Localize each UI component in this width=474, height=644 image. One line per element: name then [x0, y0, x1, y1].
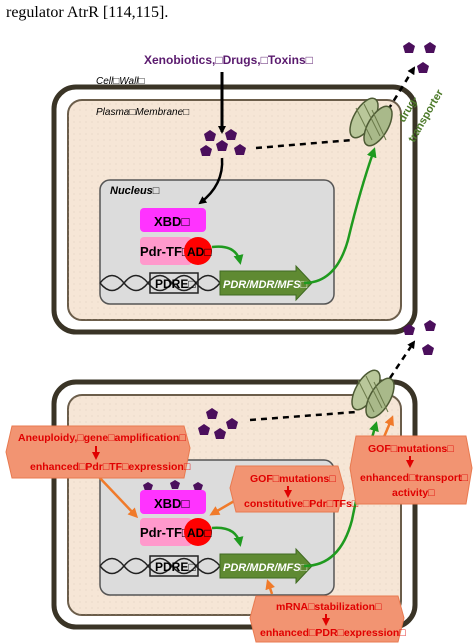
xbd-label: XBD□: [154, 496, 189, 511]
exported-drugs-top: [403, 42, 436, 73]
callout-gof-transport-line2: enhanced□transport□: [360, 472, 468, 484]
drug-molecule: [193, 482, 203, 491]
callout-aneuploidy-line1: Aneuploidy,□gene□amplification□: [18, 432, 186, 444]
xbd-label: XBD□: [154, 214, 189, 229]
drug-molecule: [424, 42, 436, 53]
nucleus-label: Nucleus□: [110, 185, 160, 197]
drug-transporter-bottom: [351, 369, 395, 419]
drug-molecule: [214, 428, 226, 439]
drug-molecule: [403, 42, 415, 53]
pdr-tf-domain: [140, 518, 192, 546]
callout-gof-tf: GOF□mutations□ constitutive□Pdr□TFs□: [229, 465, 359, 513]
drug-molecule: [417, 62, 429, 73]
drug-molecule: [170, 480, 180, 489]
plasma-membrane-label: Plasma□Membrane□: [96, 107, 189, 118]
callout-mrna: mRNA□stabilization□ enhanced□PDR□express…: [249, 595, 406, 643]
xenobiotics-label: Xenobiotics,□Drugs,□Toxins□: [144, 53, 313, 67]
callout-gof-tf-line1: GOF□mutations□: [250, 473, 336, 485]
drug-molecule: [424, 320, 436, 331]
export-dashed-line: [249, 410, 357, 422]
drug-molecule: [200, 145, 212, 156]
callout-mrna-line2: enhanced□PDR□expression□: [260, 627, 406, 639]
callout-mrna-line1: mRNA□stabilization□: [276, 601, 382, 613]
callout-arrow-aneuploidy: [97, 475, 139, 519]
cell-wall-label: Cell□Wall□: [96, 76, 145, 87]
pdre-box: [149, 555, 199, 577]
callout-gof-transport-line1: GOF□mutations□: [368, 443, 454, 455]
callout-gof-transport: GOF□mutations□ enhanced□transport□ activ…: [349, 435, 473, 505]
drug-molecule: [204, 130, 216, 141]
drug-molecule: [225, 129, 237, 140]
drug-molecules-top: [200, 129, 246, 156]
drug-molecule: [216, 140, 228, 151]
drug-transporter-top: [349, 97, 393, 147]
callout-gof-tf-line2: constitutive□Pdr□TFs□: [244, 498, 359, 510]
xbd-domain: [140, 208, 206, 232]
pdr-tf-label: Pdr-TF□: [140, 244, 190, 259]
callout-aneuploidy-line2: enhanced□Pdr□TF□expression□: [30, 461, 191, 473]
ad-domain: [184, 518, 212, 546]
drug-molecule: [422, 344, 434, 355]
drug-molecule: [198, 424, 210, 435]
header-text: regulator AtrR [114,115].: [6, 4, 169, 21]
genes-label: PDR/MDR/MFS□: [223, 562, 308, 574]
expression-arrow: [303, 147, 377, 285]
callout-gof-transport-line3: activity□: [392, 487, 435, 499]
bottom-panel: XBD□ Pdr-TF□ AD□ PDRE□ PDR/MDR/MFS□ Aneu…: [5, 320, 473, 643]
drug-molecule: [143, 482, 153, 491]
export-dashed-line: [255, 138, 353, 150]
xbd-domain: [140, 490, 206, 514]
pdr-tf-domain: [140, 237, 192, 265]
drug-to-nucleus-arrow: [198, 157, 224, 205]
callout-aneuploidy: Aneuploidy,□gene□amplification□ enhanced…: [5, 425, 191, 479]
pdre-label: PDRE□: [155, 277, 196, 291]
top-panel: Cell□Wall□ Plasma□Membrane□ Nucleus□ Xen…: [51, 42, 446, 335]
drug-bound-xbd: [143, 480, 203, 491]
ad-label: AD□: [187, 526, 212, 540]
gene-arrow: [219, 264, 313, 302]
callout-arrow-gof-tf: [209, 498, 237, 516]
pdre-box: [149, 272, 199, 294]
pdre-label: PDRE□: [155, 560, 196, 574]
drug-molecule: [226, 418, 238, 429]
drug-molecule: [403, 324, 415, 335]
ad-domain: [184, 237, 212, 265]
drug-molecule: [206, 408, 218, 419]
activation-arrow: [211, 245, 244, 265]
export-dashed-arrow: [388, 340, 416, 379]
activation-arrow: [211, 526, 244, 547]
ad-label: AD□: [187, 245, 212, 259]
exported-drugs-bottom: [403, 320, 436, 355]
pdr-tf-label: Pdr-TF□: [140, 525, 190, 540]
export-dashed-arrow: [386, 66, 416, 111]
drug-molecule: [234, 144, 246, 155]
drug-molecules-bottom: [198, 408, 238, 439]
callout-arrow-mrna: [265, 579, 275, 595]
genes-label: PDR/MDR/MFS□: [223, 279, 308, 291]
gene-arrow: [219, 547, 313, 585]
